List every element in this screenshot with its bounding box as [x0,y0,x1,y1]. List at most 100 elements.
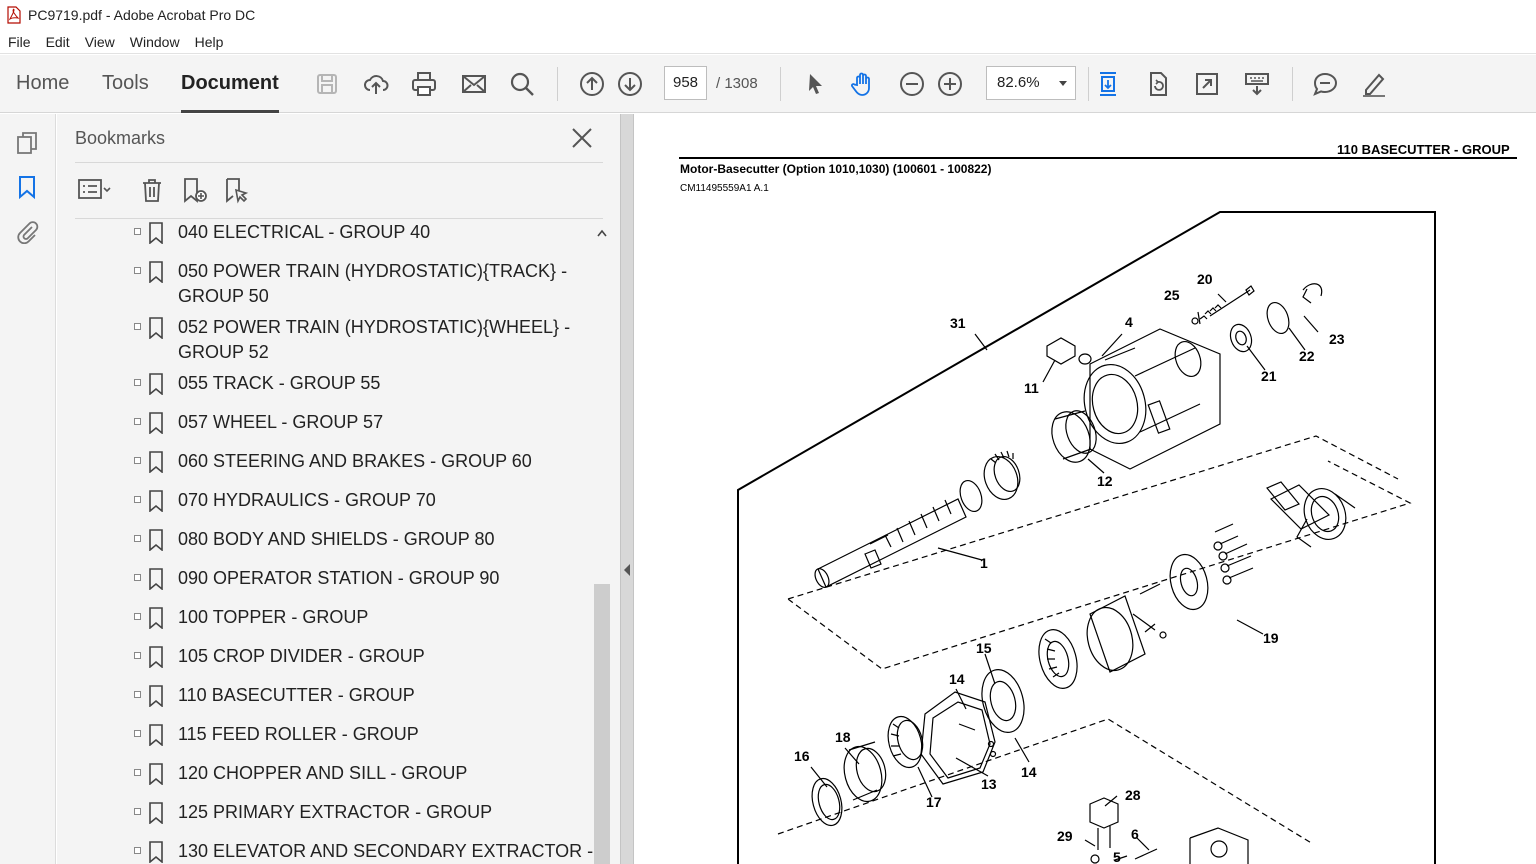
expand-toggle[interactable] [134,769,141,776]
document-view[interactable]: 110 BASECUTTER - GROUP Motor-Basecutter … [635,114,1536,864]
email-icon[interactable] [457,67,491,101]
hand-tool-icon[interactable] [846,67,880,101]
bookmark-icon [149,373,163,395]
select-cursor-icon[interactable] [798,67,832,101]
toolbar-divider [780,67,781,101]
callout-label: 12 [1097,473,1113,489]
previous-page-icon[interactable] [575,67,609,101]
bookmark-from-structure-icon[interactable] [219,174,253,206]
tab-document[interactable]: Document [181,55,279,113]
collapse-panel-icon[interactable] [624,564,630,576]
callout-label: 22 [1299,348,1315,364]
search-icon[interactable] [505,67,539,101]
upload-cloud-icon[interactable] [359,67,393,101]
save-icon[interactable] [310,67,344,101]
expand-toggle[interactable] [134,808,141,815]
bookmarks-title: Bookmarks [75,128,166,148]
bookmark-icon [149,529,163,551]
divider [75,162,603,163]
expand-toggle[interactable] [134,418,141,425]
expand-toggle[interactable] [134,730,141,737]
bookmark-label: 040 ELECTRICAL - GROUP 40 [178,222,431,242]
scrolling-mode-icon[interactable] [1091,67,1125,101]
expand-toggle[interactable] [134,323,141,330]
bookmark-icon [149,317,163,339]
expand-toggle[interactable] [134,228,141,235]
expand-toggle[interactable] [134,379,141,386]
bookmark-icon [149,451,163,473]
figure-title: Motor-Basecutter (Option 1010,1030) (100… [680,162,992,176]
new-bookmark-icon[interactable] [177,174,211,206]
expand-toggle[interactable] [134,847,141,854]
zoom-out-icon[interactable] [895,67,929,101]
menu-help[interactable]: Help [194,33,224,50]
delete-bookmark-icon[interactable] [135,174,169,206]
navigation-rail [0,114,56,864]
menu-window[interactable]: Window [129,33,180,50]
panel-splitter[interactable] [620,114,634,864]
divider [75,218,603,219]
close-icon[interactable] [570,126,594,150]
highlight-pen-icon[interactable] [1357,67,1391,101]
scrollbar-thumb[interactable] [594,584,610,864]
callout-label: 1 [980,555,988,571]
chevron-down-icon[interactable] [1059,81,1067,86]
bookmark-label: 050 POWER TRAIN (HYDROSTATIC){TRACK} - G… [178,261,568,306]
bookmark-icon [149,261,163,283]
expand-toggle[interactable] [134,496,141,503]
expand-toggle[interactable] [134,691,141,698]
bookmarks-scrollbar[interactable] [593,219,611,864]
expand-toggle[interactable] [134,613,141,620]
window-title: PC9719.pdf - Adobe Acrobat Pro DC [28,7,256,23]
callout-label: 23 [1329,331,1345,347]
expand-toggle[interactable] [134,535,141,542]
zoom-in-icon[interactable] [933,67,967,101]
callout-label: 15 [976,640,992,656]
menu-file[interactable]: File [8,33,31,50]
full-screen-icon[interactable] [1190,67,1224,101]
menu-view[interactable]: View [84,33,115,50]
callout-label: 29 [1057,828,1073,844]
bookmark-options-button[interactable] [77,174,111,206]
print-icon[interactable] [407,67,441,101]
title-bar: PC9719.pdf - Adobe Acrobat Pro DC [0,0,1536,30]
toolbar-divider [1292,67,1293,101]
bookmark-panel-icon[interactable] [12,172,42,202]
attachment-icon[interactable] [12,216,42,246]
bookmark-label: 080 BODY AND SHIELDS - GROUP 80 [178,529,495,549]
callout-label: 20 [1197,271,1213,287]
bookmark-label: 060 STEERING AND BRAKES - GROUP 60 [178,451,532,471]
bookmark-list: 040 ELECTRICAL - GROUP 40 050 POWER TRAI… [75,219,593,864]
bookmark-icon [149,763,163,785]
expand-toggle[interactable] [134,652,141,659]
bookmark-label: 055 TRACK - GROUP 55 [178,373,381,393]
bookmark-icon [149,568,163,590]
next-page-icon[interactable] [613,67,647,101]
bookmark-label: 052 POWER TRAIN (HYDROSTATIC){WHEEL} - G… [178,317,571,362]
section-header: 110 BASECUTTER - GROUP [1337,142,1510,157]
page-number-input[interactable]: 958 [664,66,707,100]
bookmark-label: 130 ELEVATOR AND SECONDARY EXTRACTOR - [178,841,593,861]
expand-toggle[interactable] [134,267,141,274]
expand-toggle[interactable] [134,574,141,581]
keyboard-icon[interactable] [1240,67,1274,101]
bookmark-label: 120 CHOPPER AND SILL - GROUP [178,763,468,783]
callout-label: 14 [949,671,965,687]
page-thumbnails-icon[interactable] [12,128,42,158]
callout-label: 11 [1024,380,1039,396]
comment-icon[interactable] [1308,67,1342,101]
figure-code: CM11495559A1 A.1 [680,183,769,194]
tab-tools[interactable]: Tools [102,72,149,94]
bookmark-label: 105 CROP DIVIDER - GROUP [178,646,425,666]
bookmark-label: 070 HYDRAULICS - GROUP 70 [178,490,436,510]
bookmark-icon [149,607,163,629]
menu-edit[interactable]: Edit [45,33,70,50]
bookmark-icon [149,685,163,707]
tab-home[interactable]: Home [16,72,70,94]
scroll-up-icon[interactable] [597,229,607,237]
callout-label: 28 [1125,787,1141,803]
expand-toggle[interactable] [134,457,141,464]
zoom-select[interactable]: 82.6% [986,66,1076,100]
rotate-page-icon[interactable] [1141,67,1175,101]
callout-label: 25 [1164,287,1180,303]
